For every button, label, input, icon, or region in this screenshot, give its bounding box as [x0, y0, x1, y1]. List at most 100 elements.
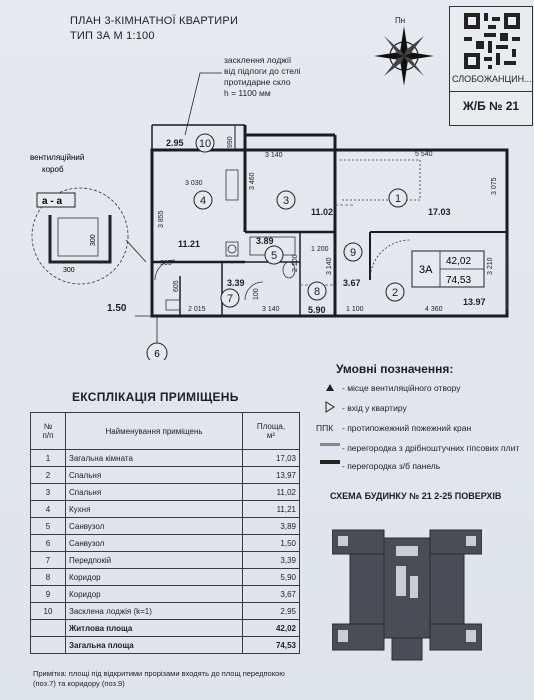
floor-plan: вентиляційний короб а - а 300 300: [30, 72, 509, 360]
explication-title: ЕКСПЛІКАЦІЯ ПРИМІЩЕНЬ: [72, 390, 239, 404]
room-10-area: 2.95: [166, 138, 184, 148]
stamp-company: СЛОБОЖАНЦИН...: [452, 74, 532, 84]
cell-name: Передпокій: [65, 551, 243, 569]
room-5-number: 5: [271, 250, 277, 262]
legend-item-hydrant: - протипожежний пожежний кран: [342, 423, 472, 433]
cell-area: 11,21: [242, 500, 300, 518]
plan-title: ПЛАН 3-КІМНАТНОЇ КВАРТИРИ ТИП 3А М 1:100: [70, 14, 238, 44]
apartment-type: 3А: [419, 264, 433, 276]
room-5-area: 3.89: [256, 236, 274, 246]
dim-3030: 3 030: [185, 180, 203, 187]
dim-3460: 3 460: [249, 172, 256, 190]
apartment-total-area: 74,53: [446, 275, 471, 286]
room-4-area: 11.21: [178, 239, 200, 249]
cell-name: Спальня: [65, 483, 243, 501]
qr-code-icon: [464, 13, 520, 69]
cell-area: 3,89: [242, 517, 300, 535]
dim-1100: 1 100: [346, 306, 364, 313]
cell-no: 3: [30, 483, 66, 501]
concrete-partition-symbol: [320, 460, 340, 464]
cell-no: 5: [30, 517, 66, 535]
vent-label-1: вентиляційний: [30, 153, 84, 162]
title-line-2: ТИП 3А М 1:100: [70, 30, 155, 42]
cell-no: 8: [30, 568, 66, 586]
legend-item-gypsum: - перегородка з дрібноштучних гіпсових п…: [342, 443, 520, 453]
cell-name: Засклена лоджія (k=1): [65, 602, 243, 620]
note-line-2: від підлоги до стелі: [224, 66, 301, 76]
cell-name: Загальна кімната: [65, 449, 243, 467]
document-stamp: СЛОБОЖАНЦИН... Ж/Б № 21: [449, 6, 533, 126]
cell-name: Санвузол: [65, 517, 243, 535]
legend-item-concrete: - перегородка з/б панель: [342, 461, 441, 471]
axis-6-label: 6: [154, 349, 160, 360]
dim-3210: 3 210: [487, 257, 494, 275]
vent-symbol-icon: [326, 384, 334, 391]
apartment-living-area: 42,02: [446, 256, 471, 267]
cell-name: Коридор: [65, 568, 243, 586]
section-dim-2: 300: [63, 267, 75, 274]
cell-area: 42,02: [242, 619, 300, 637]
dim-3140-top: 3 140: [265, 152, 283, 159]
section-label: а - а: [42, 196, 62, 207]
cell-name: Кухня: [65, 500, 243, 518]
legend-item-entrance: - вхід у квартиру: [342, 403, 407, 413]
vent-label-2: короб: [42, 165, 64, 174]
cell-area: 5,90: [242, 568, 300, 586]
cell-no: [30, 619, 66, 637]
cell-no: 6: [30, 534, 66, 552]
note-line-1: засклення лоджії: [224, 55, 292, 65]
dim-935: 935: [160, 260, 172, 267]
loggia-glazing-note: засклення лоджії від підлоги до стелі пр…: [224, 55, 301, 99]
note-line-3: протидарне скло: [224, 77, 291, 87]
cell-area: 74,53: [242, 636, 300, 654]
room-3-number: 3: [283, 195, 289, 207]
col-area-header: Площа, м²: [242, 412, 300, 450]
cell-area: 3,67: [242, 585, 300, 603]
cell-name: Спальня: [65, 466, 243, 484]
col-no-header: № п/п: [30, 412, 66, 450]
dim-2015: 2 015: [188, 306, 206, 313]
dim-100: 100: [253, 288, 260, 300]
dim-3140-vertical: 3 140: [326, 257, 333, 275]
dim-2100: 2 100: [292, 254, 299, 272]
cell-area: 17,03: [242, 449, 300, 467]
room-7-area: 3.39: [227, 278, 245, 288]
room-2-number: 2: [392, 287, 398, 299]
room-10-number: 10: [199, 138, 211, 150]
dim-605: 605: [173, 280, 180, 292]
explication-table: № п/п Найменування приміщень Площа, м² 1…: [30, 412, 300, 654]
room-4-number: 4: [200, 195, 206, 207]
cell-no: 4: [30, 500, 66, 518]
dim-3140-bottom: 3 140: [262, 306, 280, 313]
title-line-1: ПЛАН 3-КІМНАТНОЇ КВАРТИРИ: [70, 15, 239, 27]
dim-3075: 3 075: [491, 177, 498, 195]
cell-area: 13,97: [242, 466, 300, 484]
cell-no: [30, 636, 66, 654]
cell-area: 1,50: [242, 534, 300, 552]
room-7-number: 7: [227, 293, 233, 305]
cell-no: 2: [30, 466, 66, 484]
explication-footnote: Примітка: площі під відкритими прорізами…: [33, 669, 285, 688]
room-9-number: 9: [350, 247, 356, 259]
room-1-number: 1: [395, 193, 401, 205]
building-scheme-title: СХЕМА БУДИНКУ № 21 2-25 ПОВЕРХІВ: [330, 491, 502, 501]
entrance-symbol-icon: [325, 401, 335, 413]
cell-name: Коридор: [65, 585, 243, 603]
compass-rose-icon: Пн: [374, 16, 434, 86]
col-name-header: Найменування приміщень: [65, 412, 243, 450]
room-8-area: 5.90: [308, 305, 326, 315]
legend-item-vent: - місце вентиляційного отвору: [342, 383, 461, 393]
bathroom-6-area: 1.50: [107, 303, 127, 314]
stamp-number: Ж/Б № 21: [462, 99, 520, 113]
